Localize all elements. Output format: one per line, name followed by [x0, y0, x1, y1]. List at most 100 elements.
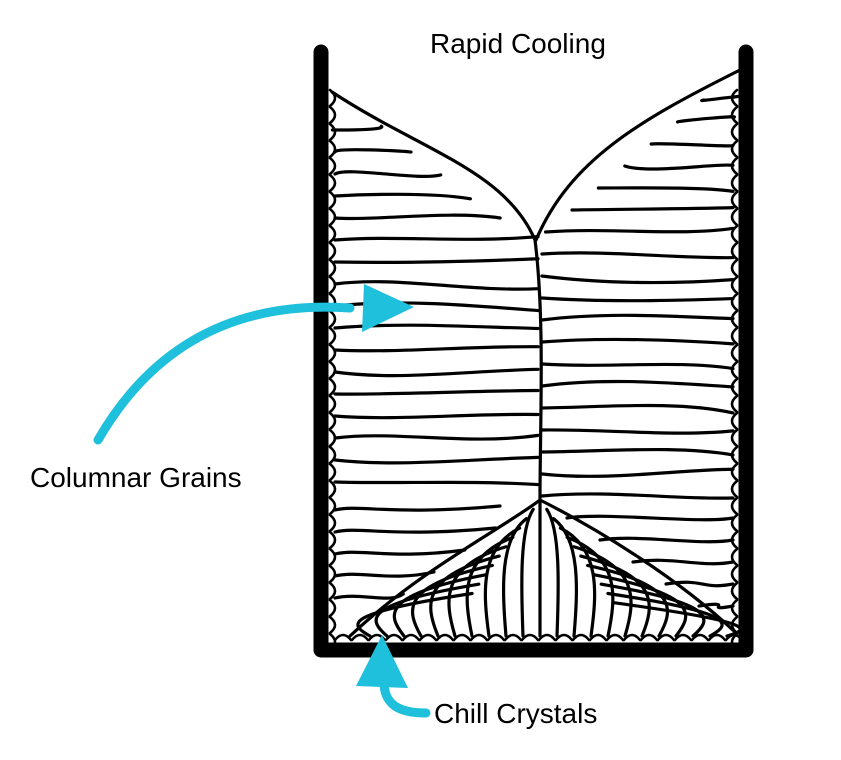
columnar-grain	[540, 274, 735, 285]
columnar-grain	[333, 548, 467, 556]
columnar-grain	[664, 580, 735, 588]
chill-crystal	[503, 633, 523, 642]
chill-crystal	[469, 633, 489, 642]
columnar-grain	[540, 313, 735, 322]
columnar-grain	[540, 467, 735, 478]
chill-crystal	[730, 190, 739, 210]
chill-crystal	[328, 88, 337, 108]
chill-crystal	[328, 258, 337, 278]
columnar-grain	[649, 142, 735, 148]
chill-crystal	[588, 633, 608, 642]
chill-crystal	[730, 445, 739, 465]
chill-crystal	[520, 633, 540, 642]
chill-crystal	[690, 633, 710, 642]
columnar-grain	[596, 186, 735, 193]
chill-crystal	[730, 615, 739, 635]
columnar-grain	[333, 280, 540, 291]
chill-crystal	[328, 496, 337, 516]
columnar-grain	[333, 455, 540, 465]
chill-crystal	[730, 513, 739, 533]
chill-crystal	[328, 326, 337, 346]
chill-crystal	[730, 377, 739, 397]
chill-crystal	[328, 411, 337, 431]
chill-crystal	[730, 224, 739, 244]
chill-crystal	[707, 633, 727, 642]
chill-crystal	[328, 275, 337, 295]
chill-crystal	[730, 462, 739, 482]
chill-crystal	[328, 224, 337, 244]
chill-crystal	[730, 360, 739, 380]
chill-crystal	[730, 122, 739, 142]
chill-crystal	[333, 633, 353, 642]
columnar-grain	[558, 526, 597, 638]
columnar-grain	[675, 115, 736, 124]
chill-crystal	[328, 207, 337, 227]
columnar-grain	[540, 492, 735, 500]
chill-crystal	[401, 633, 421, 642]
chill-crystal	[328, 479, 337, 499]
chill-crystal	[730, 564, 739, 584]
chill-crystal	[328, 309, 337, 329]
columnar-grain	[545, 507, 560, 638]
chill-crystal	[328, 615, 337, 635]
columnar-grain	[333, 213, 502, 221]
chill-crystal	[730, 326, 739, 346]
columnar-grain	[613, 601, 742, 638]
columnar-grain	[333, 412, 540, 420]
grain-boundary	[534, 68, 742, 242]
chill-crystal	[328, 241, 337, 261]
chill-crystal	[730, 88, 739, 108]
columnar-grain	[333, 170, 443, 178]
chill-crystal	[673, 633, 693, 642]
columnar-grain	[333, 345, 540, 353]
chill-crystal	[730, 581, 739, 601]
columnar-grain	[333, 592, 405, 600]
columnar-grain	[483, 526, 522, 638]
columnar-grain	[700, 94, 741, 103]
columnar-grain	[333, 323, 540, 331]
chill-crystal	[730, 479, 739, 499]
chill-crystal	[605, 633, 625, 642]
chill-crystal	[328, 394, 337, 414]
chill-crystal	[656, 633, 676, 642]
grain-boundary	[538, 498, 737, 634]
columnar-grain	[631, 558, 735, 566]
mold-wall	[313, 44, 754, 658]
chill-crystal	[328, 105, 337, 125]
chill-crystal	[328, 581, 337, 601]
columnar-grain	[544, 226, 735, 234]
chill-crystal	[537, 633, 557, 642]
chill-crystal	[730, 530, 739, 550]
chill-crystal	[730, 207, 739, 227]
chill-crystal	[730, 547, 739, 567]
chill-crystal	[554, 633, 574, 642]
chill-crystal-layer	[328, 88, 744, 652]
chill-crystal	[730, 411, 739, 431]
grain-structure	[330, 68, 742, 638]
columnar-grain	[540, 362, 735, 371]
chill-crystal	[328, 547, 337, 567]
chill-crystal	[730, 292, 739, 312]
columnar-grain	[623, 163, 735, 171]
columnar-grain	[572, 545, 633, 638]
chill-crystal	[730, 496, 739, 516]
chill-crystal	[435, 633, 455, 642]
columnar-grain	[598, 536, 735, 544]
chill-crystal	[328, 173, 337, 193]
chill-crystal	[328, 190, 337, 210]
columnar-grain	[333, 388, 540, 396]
chill-crystal	[639, 633, 659, 642]
chill-crystal	[350, 633, 370, 642]
chill-crystal	[730, 309, 739, 329]
chill-crystal	[730, 394, 739, 414]
columnar-grain	[333, 148, 413, 154]
columnar-grain	[565, 514, 735, 522]
chill-crystal	[571, 633, 591, 642]
chill-crystal	[384, 633, 404, 642]
chill-crystal	[730, 173, 739, 193]
columnar-grain	[540, 447, 735, 457]
chill-crystal	[418, 633, 438, 642]
columnar-grain	[333, 480, 540, 487]
